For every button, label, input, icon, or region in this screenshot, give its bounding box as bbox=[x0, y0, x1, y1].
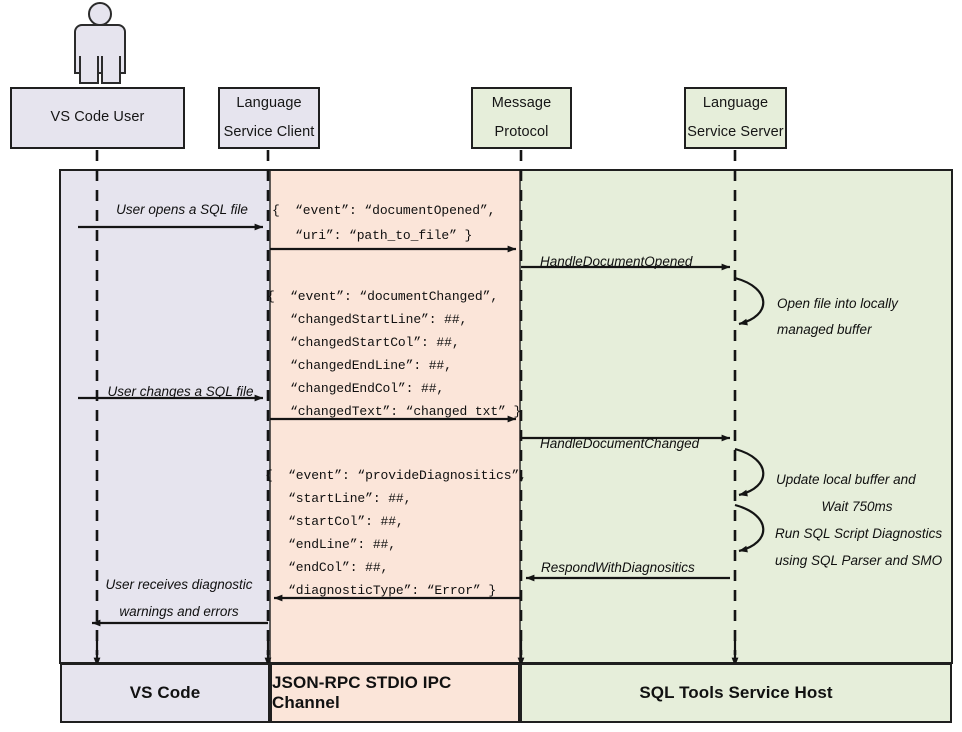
participant-vs-code-user-line1: VS Code User bbox=[50, 109, 145, 126]
json-document-opened-line-1: { “event”: “documentOpened”, bbox=[272, 203, 496, 218]
message-label-handle-document-opened: HandleDocumentOpened bbox=[540, 254, 693, 269]
note-update-buffer-line1: Update local buffer and bbox=[776, 472, 916, 487]
json-document-changed-line-3: “changedStartCol”: ##, bbox=[267, 335, 460, 350]
json-document-changed-line-5: “changedEndCol”: ##, bbox=[267, 381, 445, 396]
footer-sql-tools-service[interactable]: SQL Tools Service Host bbox=[520, 663, 952, 723]
participant-language-service-client-line1: Language bbox=[236, 95, 302, 112]
message-label-user-opens-file: User opens a SQL file bbox=[116, 202, 248, 217]
message-label-user-receives-diagnostics-line1: User receives diagnostic bbox=[105, 577, 253, 592]
participant-language-service-client[interactable]: Language Service Client bbox=[218, 87, 320, 149]
participant-message-protocol-line1: Message bbox=[491, 95, 552, 112]
message-label-user-changes-file: User changes a SQL file bbox=[107, 384, 254, 399]
json-provide-diagnositics-line-6: “diagnosticType”: “Error” } bbox=[265, 583, 497, 598]
json-provide-diagnositics-line-5: “endCol”: ##, bbox=[265, 560, 389, 575]
footer-vs-code-label: VS Code bbox=[129, 683, 201, 702]
note-open-file-line2: managed buffer bbox=[777, 322, 872, 337]
message-label-user-receives-diagnostics-line2: warnings and errors bbox=[119, 604, 239, 619]
actor-vs-code-user-figure bbox=[38, 0, 158, 86]
participant-language-service-server-line2: Service Server bbox=[687, 123, 784, 140]
message-label-handle-document-changed: HandleDocumentChanged bbox=[540, 436, 700, 451]
participant-message-protocol-line2: Protocol bbox=[494, 123, 549, 140]
footer-vs-code[interactable]: VS Code bbox=[60, 663, 270, 723]
participant-language-service-server[interactable]: Language Service Server bbox=[684, 87, 787, 149]
actor-head-icon bbox=[88, 2, 112, 26]
json-provide-diagnositics-line-2: “startLine”: ##, bbox=[265, 491, 412, 506]
participant-language-service-server-line1: Language bbox=[702, 95, 769, 112]
actor-leg-left-icon bbox=[79, 56, 99, 84]
band-ipc-channel bbox=[270, 170, 520, 663]
participant-language-service-client-line2: Service Client bbox=[223, 123, 315, 140]
footer-sql-tools-service-label: SQL Tools Service Host bbox=[639, 683, 833, 702]
json-document-changed-line-4: “changedEndLine”: ##, bbox=[267, 358, 452, 373]
message-label-respond-with-diagnositics: RespondWithDiagnositics bbox=[541, 560, 695, 575]
json-document-changed-line-2: “changedStartLine”: ##, bbox=[267, 312, 468, 327]
json-document-changed-line-6: “changedText”: “changed txt” } bbox=[267, 404, 522, 419]
json-document-changed-line-1: { “event”: “documentChanged”, bbox=[267, 289, 499, 304]
note-run-diagnostics-line1: Run SQL Script Diagnostics bbox=[775, 526, 943, 541]
note-update-buffer-line2: Wait 750ms bbox=[821, 499, 893, 514]
json-provide-diagnositics-line-4: “endLine”: ##, bbox=[265, 537, 396, 552]
footer-ipc-channel[interactable]: JSON-RPC STDIO IPC Channel bbox=[270, 663, 520, 723]
participant-message-protocol[interactable]: Message Protocol bbox=[471, 87, 572, 149]
note-run-diagnostics-line2: using SQL Parser and SMO bbox=[775, 553, 943, 568]
footer-ipc-channel-label: JSON-RPC STDIO IPC Channel bbox=[272, 673, 452, 712]
actor-leg-right-icon bbox=[101, 56, 121, 84]
band-vs-code bbox=[60, 170, 270, 663]
json-document-opened-line-2: “uri”: “path_to_file” } bbox=[272, 228, 473, 243]
json-provide-diagnositics-line-1: { “event”: “provideDiagnositics”, bbox=[265, 468, 527, 483]
note-open-file-line1: Open file into locally bbox=[777, 296, 898, 311]
json-provide-diagnositics-line-3: “startCol”: ##, bbox=[265, 514, 404, 529]
participant-vs-code-user[interactable]: VS Code User bbox=[10, 87, 185, 149]
